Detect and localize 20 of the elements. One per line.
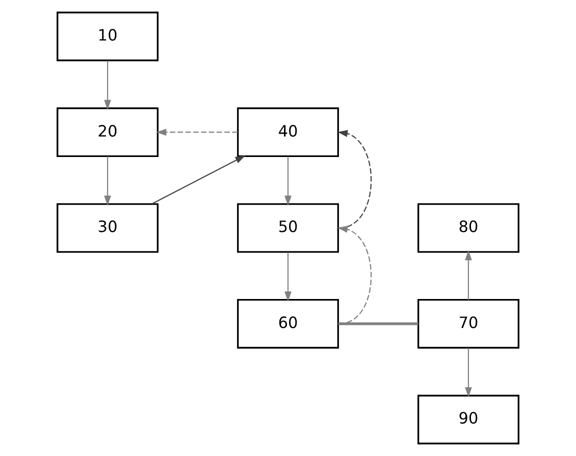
node-box: 60 [237,299,339,349]
node-box: 40 [237,107,339,157]
node-box: 10 [56,12,159,62]
arrow [284,156,292,206]
connector [338,322,418,326]
arrow [104,156,112,206]
arrow [464,348,472,398]
arrow [338,130,372,229]
node-box: 90 [417,394,520,444]
arrow [156,128,238,136]
arrow [284,252,292,302]
arrow [464,250,472,300]
node-box: 80 [417,203,520,253]
node-box: 30 [56,203,159,253]
node-box: 70 [417,299,520,349]
node-box: 20 [56,107,159,157]
arrow [152,155,246,204]
arrow [104,60,112,110]
node-box: 50 [237,203,339,253]
arrow [338,226,372,324]
